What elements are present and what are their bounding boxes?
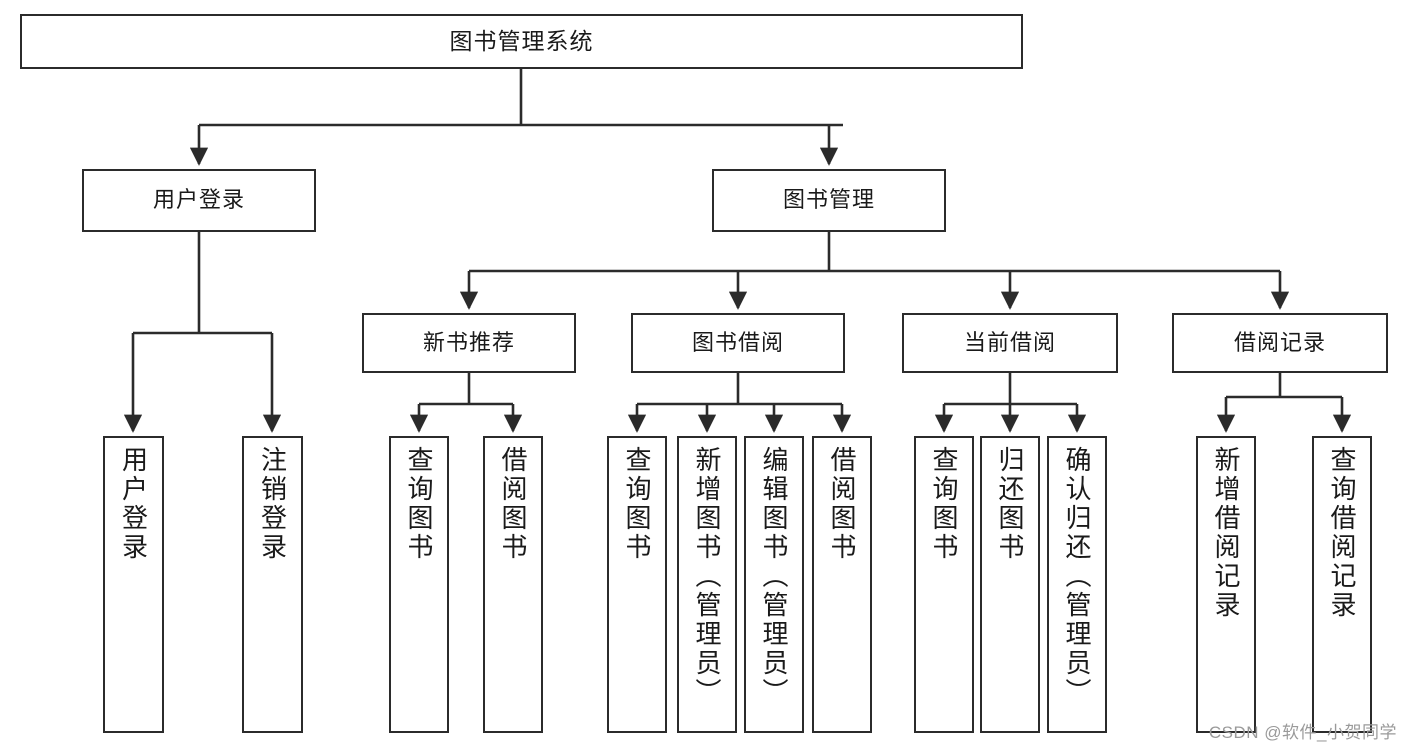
node-label: 图书借阅 bbox=[691, 329, 784, 355]
leaf-user-login-logout[interactable]: 注销登录 bbox=[242, 436, 303, 733]
leaf-book-borrow-edit[interactable]: 编辑图书（管理员） bbox=[744, 436, 804, 733]
leaf-new-book-query[interactable]: 查询图书 bbox=[389, 436, 449, 733]
node-book-management-system[interactable]: 图书管理系统 bbox=[20, 14, 1023, 69]
node-label: 图书管理系统 bbox=[449, 27, 594, 54]
leaf-current-borrow-query[interactable]: 查询图书 bbox=[914, 436, 974, 733]
node-label: 查询图书 bbox=[929, 446, 959, 562]
node-label: 借阅图书 bbox=[498, 446, 528, 562]
node-label: 新增图书（管理员） bbox=[692, 446, 722, 707]
node-label: 用户登录 bbox=[118, 446, 149, 562]
node-label: 查询图书 bbox=[622, 446, 652, 562]
node-label: 新书推荐 bbox=[422, 329, 515, 355]
leaf-current-borrow-return[interactable]: 归还图书 bbox=[980, 436, 1040, 733]
node-book-borrow[interactable]: 图书借阅 bbox=[631, 313, 845, 373]
node-label: 图书管理 bbox=[782, 187, 875, 213]
node-label: 归还图书 bbox=[995, 446, 1025, 562]
leaf-book-borrow-query[interactable]: 查询图书 bbox=[607, 436, 667, 733]
node-label: 新增借阅记录 bbox=[1211, 446, 1241, 620]
leaf-borrow-record-query[interactable]: 查询借阅记录 bbox=[1312, 436, 1372, 733]
leaf-user-login-login[interactable]: 用户登录 bbox=[103, 436, 164, 733]
leaf-book-borrow-add[interactable]: 新增图书（管理员） bbox=[677, 436, 737, 733]
leaf-borrow-record-add[interactable]: 新增借阅记录 bbox=[1196, 436, 1256, 733]
leaf-new-book-borrow[interactable]: 借阅图书 bbox=[483, 436, 543, 733]
node-label: 查询借阅记录 bbox=[1327, 446, 1357, 620]
node-book-management[interactable]: 图书管理 bbox=[712, 169, 946, 232]
node-new-book-recommend[interactable]: 新书推荐 bbox=[362, 313, 576, 373]
node-label: 用户登录 bbox=[152, 187, 245, 213]
node-label: 借阅图书 bbox=[827, 446, 857, 562]
node-label: 借阅记录 bbox=[1233, 329, 1326, 355]
leaf-book-borrow-borrow[interactable]: 借阅图书 bbox=[812, 436, 872, 733]
leaf-current-borrow-confirm-return[interactable]: 确认归还（管理员） bbox=[1047, 436, 1107, 733]
node-label: 当前借阅 bbox=[963, 329, 1056, 355]
node-label: 注销登录 bbox=[257, 446, 288, 562]
node-user-login[interactable]: 用户登录 bbox=[82, 169, 316, 232]
node-label: 确认归还（管理员） bbox=[1062, 446, 1092, 707]
node-borrow-record[interactable]: 借阅记录 bbox=[1172, 313, 1388, 373]
node-label: 查询图书 bbox=[404, 446, 434, 562]
node-label: 编辑图书（管理员） bbox=[759, 446, 789, 707]
node-current-borrow[interactable]: 当前借阅 bbox=[902, 313, 1118, 373]
